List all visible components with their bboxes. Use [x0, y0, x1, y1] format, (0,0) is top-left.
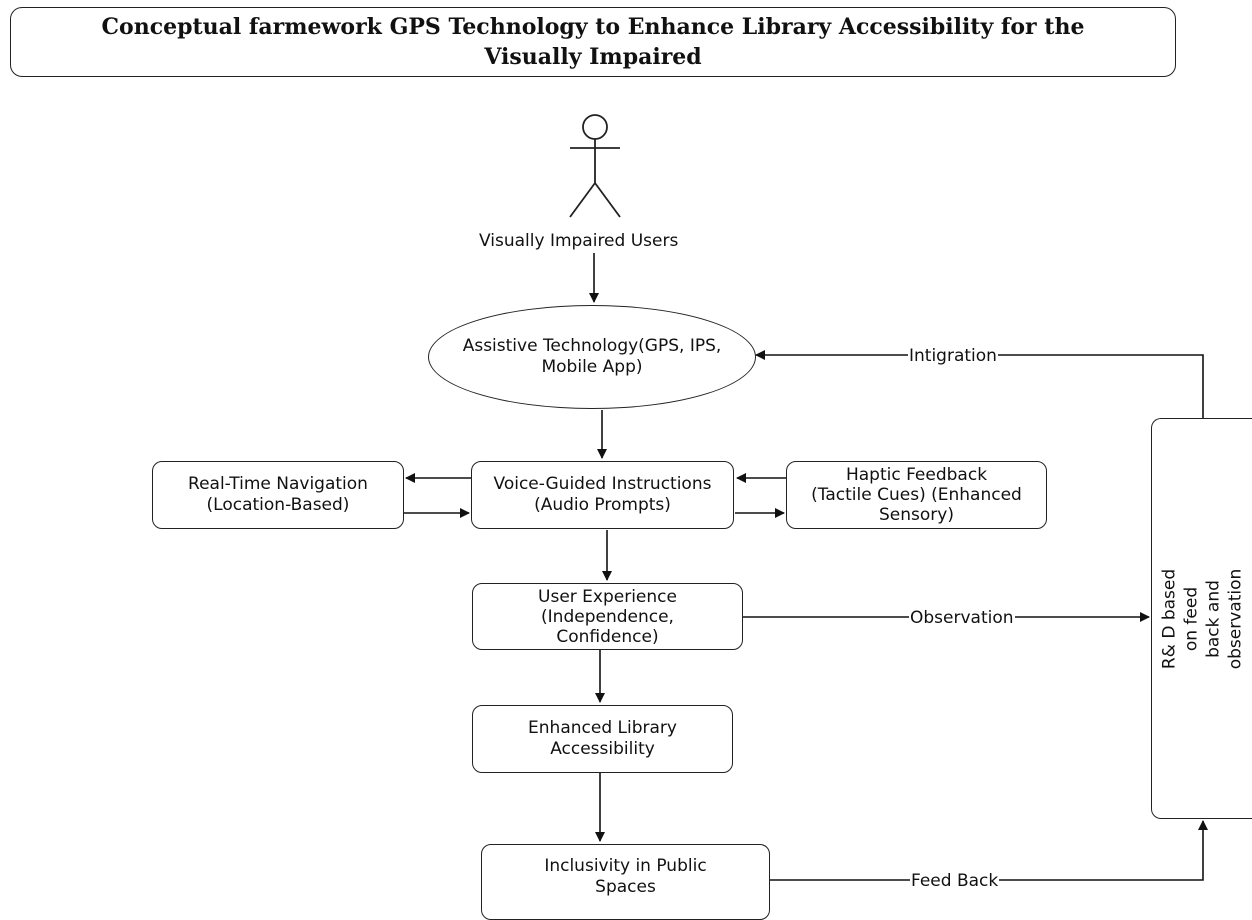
rnd-node: R& D based on feed back and observation — [1151, 418, 1252, 819]
realtime-navigation-label: Real-Time Navigation (Location-Based) — [188, 474, 368, 515]
edge-label-feedback: Feed Back — [910, 871, 1000, 891]
enhanced-accessibility-label: Enhanced Library Accessibility — [528, 718, 677, 759]
voice-guided-label: Voice-Guided Instructions (Audio Prompts… — [493, 474, 712, 515]
realtime-navigation-node: Real-Time Navigation (Location-Based) — [152, 461, 404, 529]
diagram-title: Conceptual farmework GPS Technology to E… — [101, 14, 1085, 70]
assistive-technology-label: Assistive Technology(GPS, IPS, Mobile Ap… — [462, 336, 722, 377]
edge-label-observation: Observation — [909, 608, 1015, 628]
diagram-title-box: Conceptual farmework GPS Technology to E… — [10, 7, 1176, 77]
edge-label-integration: Intigration — [908, 346, 998, 366]
user-experience-label: User Experience (Independence, Confidenc… — [538, 586, 677, 647]
voice-guided-node: Voice-Guided Instructions (Audio Prompts… — [471, 461, 734, 529]
user-experience-node: User Experience (Independence, Confidenc… — [472, 583, 743, 650]
rnd-label: R& D based on feed back and observation — [1159, 568, 1246, 669]
users-label: Visually Impaired Users — [479, 231, 679, 251]
assistive-technology-node: Assistive Technology(GPS, IPS, Mobile Ap… — [428, 305, 756, 409]
arrow-rnd-to-assistive — [755, 350, 1204, 418]
user-stick-figure-icon — [569, 114, 621, 218]
haptic-feedback-node: Haptic Feedback (Tactile Cues) (Enhanced… — [786, 461, 1047, 529]
inclusivity-label: Inclusivity in Public Spaces — [544, 856, 707, 897]
enhanced-accessibility-node: Enhanced Library Accessibility — [472, 705, 733, 773]
haptic-feedback-label: Haptic Feedback (Tactile Cues) (Enhanced… — [811, 465, 1022, 525]
inclusivity-node: Inclusivity in Public Spaces — [481, 844, 770, 920]
